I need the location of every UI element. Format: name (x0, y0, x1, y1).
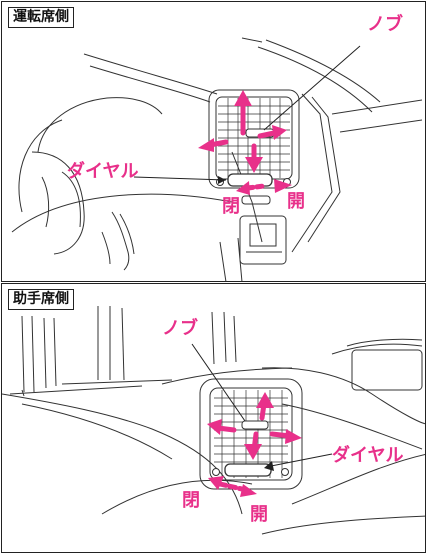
passenger-side-title: 助手席側 (8, 289, 74, 310)
passenger-side-panel: 助手席側 ノブ ダイヤル 閉 開 (1, 283, 426, 553)
passenger-open-label: 開 (250, 504, 268, 525)
passenger-dial-label: ダイヤル (332, 445, 404, 466)
driver-side-title: 運転席側 (8, 7, 74, 28)
driver-side-illustration (11, 37, 423, 281)
driver-dial-label: ダイヤル (67, 161, 139, 182)
passenger-knob-label: ノブ (162, 318, 198, 339)
driver-close-label: 閉 (222, 196, 240, 217)
passenger-side-illustration (2, 306, 425, 535)
driver-open-label: 開 (287, 191, 305, 212)
driver-knob-label: ノブ (367, 14, 403, 35)
driver-side-panel: 運転席側 ノブ ダイヤル 閉 開 (1, 1, 426, 282)
passenger-close-label: 閉 (182, 490, 200, 511)
